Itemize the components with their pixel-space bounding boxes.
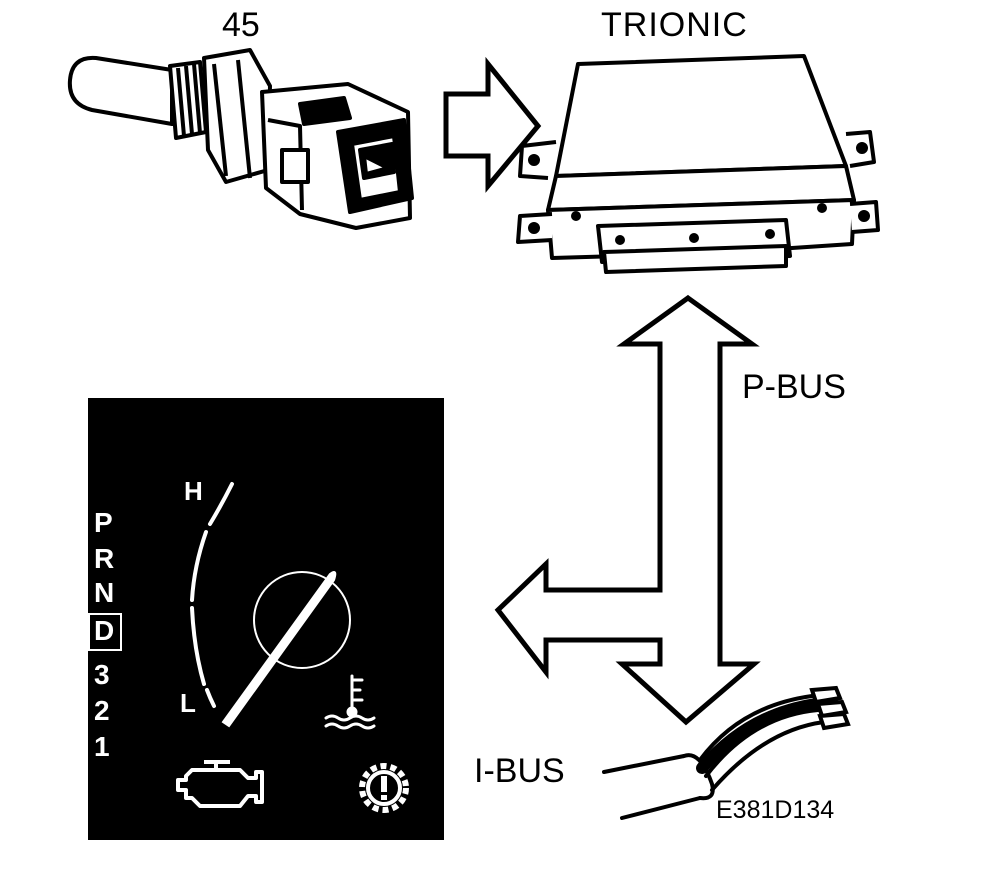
gear-indicator-n: N (94, 577, 115, 608)
ibus-cable-icon (602, 685, 851, 820)
sensor-label: 45 (222, 6, 260, 44)
warning-gear-icon (359, 763, 409, 813)
pbus-ibus-arrow (494, 294, 761, 726)
coolant-temperature-icon (324, 674, 376, 730)
ecu-label: TRIONIC (601, 6, 748, 44)
gauge-high-label: H (184, 476, 203, 506)
gear-indicator-1: 1 (94, 731, 110, 762)
gauge-needle (221, 571, 337, 728)
signal-arrow-right (443, 56, 542, 193)
gear-indicator-p-top: P (94, 507, 113, 538)
gear-indicator-r: R (94, 543, 115, 574)
gauge-hub (253, 571, 351, 669)
figure-code: E381D134 (716, 796, 835, 824)
temperature-sensor-icon (67, 48, 414, 230)
gear-indicator-2: 2 (94, 695, 110, 726)
ibus-label: I-BUS (474, 752, 565, 790)
pbus-label: P-BUS (742, 368, 846, 406)
selected-gear-frame (88, 613, 122, 651)
ecu-module-icon (516, 54, 880, 274)
check-engine-icon (176, 760, 264, 808)
gear-indicator-3: 3 (94, 659, 110, 690)
temperature-scale-arc (190, 482, 234, 708)
gear-indicator-d: D (94, 615, 115, 646)
gauge-low-label: L (180, 688, 196, 718)
